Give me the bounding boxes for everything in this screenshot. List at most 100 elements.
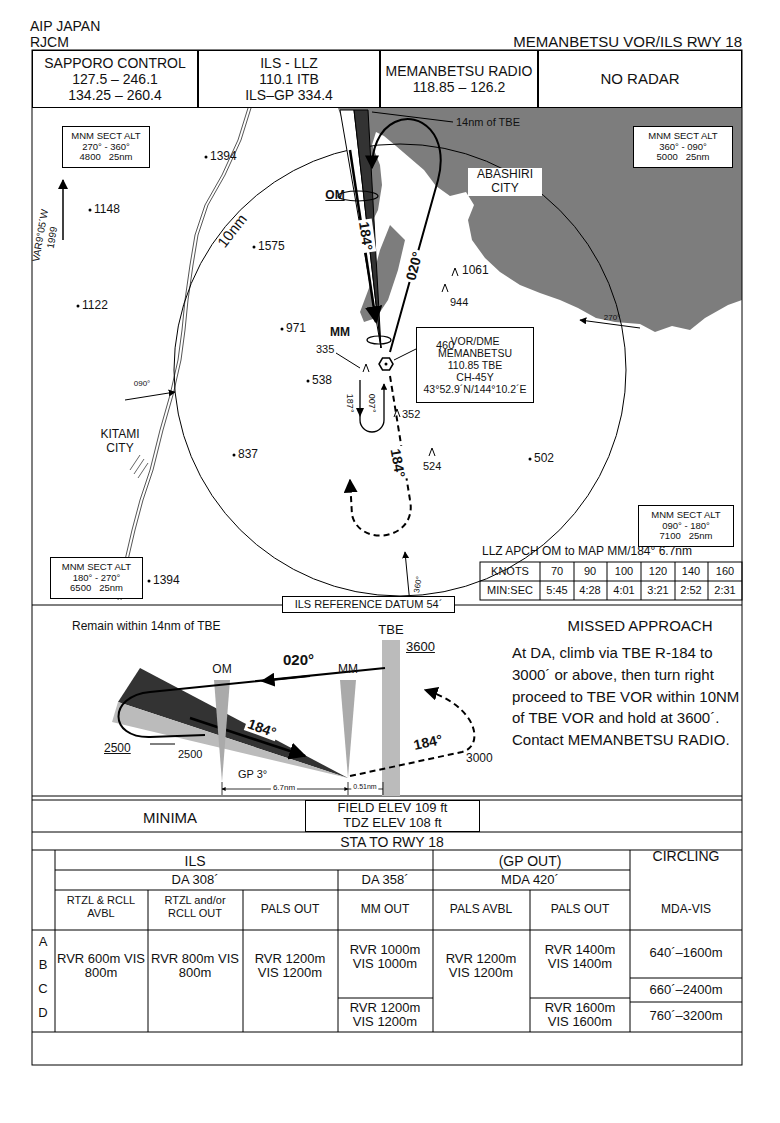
vor-symbol: [385, 363, 388, 366]
minima-grid: [148, 890, 149, 1032]
chart-label: KNOTS: [491, 565, 529, 578]
info-box: SAPPORO CONTROL127.5 – 246.1134.25 – 260…: [32, 50, 198, 108]
box-text: NO RADAR: [600, 70, 679, 87]
frame-line: [32, 50, 742, 1065]
info-box: FIELD ELEV 109 ftTDZ ELEV 108 ft: [305, 800, 480, 832]
spot-height-dot: [148, 580, 151, 583]
minima-grid: [55, 870, 630, 871]
profile-marker: [214, 680, 230, 782]
box-text: ILS - LLZ: [260, 55, 318, 71]
chart-label: ILS: [184, 853, 205, 869]
minima-grid: [433, 850, 434, 1032]
chart-label: 971: [286, 322, 306, 336]
chart-label: 3000: [466, 752, 493, 766]
chart-label: PALS AVBL: [450, 903, 512, 917]
chart-label: 270°: [604, 313, 621, 322]
localizer-feather: [350, 150, 376, 322]
missed-approach-track: [350, 376, 411, 536]
profile-marker: [340, 680, 356, 778]
chart-label: DA 358´: [362, 873, 409, 888]
timing-table-grid: [480, 562, 742, 600]
minima-grid: [32, 850, 742, 1032]
coastline: [338, 108, 742, 332]
box-text: CH-45Y: [456, 371, 493, 383]
spot-height-dot: [77, 305, 80, 308]
chart-label: RJCM: [30, 34, 69, 50]
spot-height-dot: [281, 328, 284, 331]
chart-label: 2:52: [680, 584, 701, 597]
box-text: 270° - 360°: [82, 142, 130, 153]
chart-label: 1394: [210, 150, 237, 164]
box-text: 360° - 090°: [659, 142, 707, 153]
minima-grid: [530, 890, 531, 1032]
info-box: MNM SECT ALT360° - 090°5000 25nm: [633, 126, 733, 168]
chart-label: 184°: [387, 445, 409, 480]
box-text: ILS–GP 334.4: [245, 87, 333, 103]
spot-height-dot: [529, 458, 532, 461]
chart-label: A: [39, 935, 48, 950]
chart-label: 3600: [406, 640, 435, 655]
timing-table-grid: [641, 562, 642, 600]
chart-label: STA TO RWY 18: [340, 834, 444, 850]
box-text: TDZ ELEV 108 ft: [343, 816, 441, 831]
chart-label: 0.51nm: [351, 783, 378, 791]
chart-label: RVR 800m VIS 800m: [150, 952, 240, 981]
river: [118, 108, 251, 600]
spot-height-dot: [307, 380, 310, 383]
chart-label: 2500: [178, 748, 202, 761]
missed-approach-track: [372, 119, 441, 352]
chart-label: RTZL & RCLL AVBL: [57, 894, 145, 919]
chart-title: MEMANBETSU VOR/ILS RWY 18: [513, 33, 742, 50]
city-hatch: [138, 463, 148, 478]
obstacle-symbol: [336, 353, 360, 368]
chart-label: VAR9°05´W 1999: [29, 200, 64, 273]
chart-label: MISSED APPROACH: [567, 617, 712, 634]
dimension-line: [222, 782, 383, 795]
chart-label: 1394: [153, 574, 180, 588]
chart-label: AIP JAPAN: [30, 18, 100, 34]
spot-height-dot: [89, 209, 92, 212]
spot-height-dot: [205, 156, 208, 159]
box-text: MNM SECT ALT: [62, 562, 131, 573]
chart-label: 120: [649, 565, 667, 578]
minima-grid: [55, 890, 630, 891]
box-text: 4800 25nm: [80, 152, 133, 163]
city-hatch: [130, 455, 148, 478]
timing-table-grid: [480, 581, 742, 582]
info-box: VOR/DMEMEMANBETSU110.85 TBECH-45Y43°52.9…: [416, 327, 534, 403]
timing-table-grid: [574, 562, 575, 600]
chart-label: 360°: [412, 576, 424, 594]
box-text: 090° - 180°: [662, 521, 710, 532]
chart-label: 020°: [402, 248, 426, 284]
chart-label: Remain within 14nm of TBE: [72, 620, 221, 634]
chart-label: RTZL and/or RCLL OUT: [151, 894, 239, 919]
info-box: ILS REFERENCE DATUM 54´: [282, 596, 455, 613]
chart-label: 1061: [462, 264, 489, 278]
profile-marker: [214, 640, 400, 796]
chart-label: 1148: [94, 203, 120, 217]
dimension-line: [222, 782, 223, 795]
box-text: 180° - 270°: [73, 573, 121, 584]
range-circle: [174, 144, 626, 596]
box-text: 110.1 ITB: [259, 71, 319, 87]
obstacle-symbol: [442, 284, 448, 292]
timing-table-grid: [675, 562, 676, 600]
chart-label: 160: [716, 565, 734, 578]
box-text: 134.25 – 260.4: [68, 87, 161, 103]
chart-label: 2:31: [714, 584, 735, 597]
profile-track: [150, 744, 175, 745]
box-text: 6500 25nm: [70, 583, 123, 594]
spot-height-dot: [233, 454, 236, 457]
profile-marker: [382, 640, 400, 796]
range-circle: [174, 144, 626, 596]
chart-label: 187°: [345, 394, 355, 413]
chart-label: 14nm of TBE: [456, 116, 520, 129]
vor-symbol: [394, 348, 418, 360]
chart-label: 502: [534, 452, 554, 466]
minima-grid: [338, 998, 433, 999]
marker-beacon: [338, 191, 391, 344]
info-box: MEMANBETSU RADIO118.85 – 126.2: [380, 50, 538, 108]
chart-label: D: [38, 1006, 47, 1021]
box-text: 5000 25nm: [657, 152, 710, 163]
chart-label: 70: [551, 565, 563, 578]
